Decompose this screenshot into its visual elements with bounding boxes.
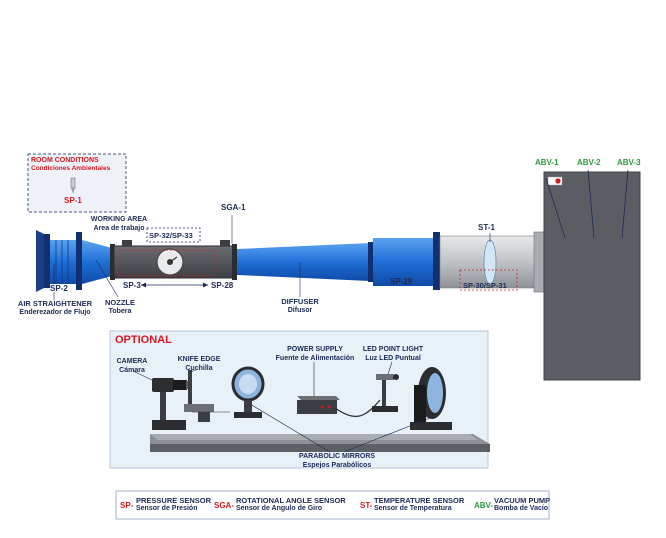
- legend-name-abv: VACUUM PUMP: [494, 496, 551, 505]
- room-conditions-box: [27, 153, 127, 213]
- air-straightener-label-en: AIR STRAIGHTENER: [17, 299, 93, 308]
- led-label: LED POINT LIGHT Luz LED Puntual: [358, 346, 428, 363]
- sp28-tag: SP-28: [211, 281, 234, 290]
- abv3-tag: ABV-3: [617, 158, 641, 167]
- led-light-icon: [372, 374, 399, 412]
- working-area-label: WORKING AREA Area de trabajo: [86, 216, 152, 233]
- knife-edge-label-en: KNIFE EDGE: [177, 356, 221, 363]
- room-conditions-title: ROOM CONDITIONS: [31, 157, 99, 164]
- nozzle-label: NOZZLE Tobera: [100, 298, 140, 316]
- sp30-31-box: [459, 269, 518, 291]
- power-supply-label-en: POWER SUPPLY: [287, 346, 343, 353]
- air-straightener-label-es: Enderezador de Flujo: [19, 308, 91, 316]
- legend-name-es-abv: Bomba de Vacío: [494, 505, 549, 512]
- sp32-33-box: [146, 227, 201, 243]
- mirrors-label-es: Espejos Parabólicos: [302, 461, 372, 469]
- sp32-33-tag: SP-32/SP-33: [149, 231, 193, 240]
- rotational-gauge-icon: [156, 248, 184, 276]
- room-conditions-subtitle: Condiciones Ambientales: [31, 165, 111, 172]
- vacuum-tank: [543, 171, 641, 381]
- nozzle-label-en: NOZZLE: [105, 298, 135, 307]
- power-supply-label-es: Fuente de Alimentación: [275, 354, 355, 362]
- led-label-en: LED POINT LIGHT: [362, 346, 424, 353]
- legend-code-sga: SGA-: [214, 501, 234, 510]
- nozzle-label-es: Tobera: [108, 307, 132, 315]
- legend-code-st: ST-: [360, 501, 373, 510]
- legend-name-es-sp: Sensor de Presión: [136, 505, 198, 512]
- air-straightener: [36, 230, 82, 292]
- parabolic-mirror-2-icon: [410, 367, 452, 430]
- st1-tag: ST-1: [478, 223, 495, 232]
- optional-title: OPTIONAL: [115, 334, 172, 346]
- camera-label-es: Cámara: [119, 366, 145, 374]
- legend-box: [115, 490, 550, 520]
- camera-label-en: CAMERA: [116, 358, 148, 365]
- air-straightener-label: AIR STRAIGHTENER Enderezador de Flujo: [10, 299, 100, 317]
- power-supply-label: POWER SUPPLY Fuente de Alimentación: [268, 346, 362, 363]
- camera-label: CAMERA Cámara: [112, 358, 152, 375]
- legend-entry-abv: ABV- VACUUM PUMP Bomba de Vacío: [474, 496, 551, 516]
- sga1-tag: SGA-1: [221, 203, 246, 212]
- temperature-section: [439, 231, 545, 293]
- legend-name-es-sga: Sensor de Angulo de Giro: [236, 505, 323, 512]
- legend-entry-sp: SP- PRESSURE SENSOR Sensor de Presión: [120, 496, 220, 516]
- knife-edge-icon: [184, 370, 230, 422]
- sp3-tag: SP-3: [123, 281, 141, 290]
- sp29-tag: SP-29: [390, 277, 413, 286]
- knife-edge-label-es: Cuchilla: [185, 364, 213, 372]
- legend-name-es-st: Sensor de Temperatura: [374, 505, 452, 512]
- legend-name-sp: PRESSURE SENSOR: [136, 496, 212, 505]
- working-area-label-es: Area de trabajo: [93, 224, 145, 232]
- mirrors-label: PARABOLIC MIRRORS Espejos Parabólicos: [290, 453, 384, 470]
- mirrors-label-en: PARABOLIC MIRRORS: [298, 453, 376, 460]
- legend-code-abv: ABV-: [474, 501, 494, 510]
- abv1-tag: ABV-1: [535, 158, 559, 167]
- valve-icon: [547, 176, 563, 186]
- led-label-es: Luz LED Puntual: [365, 354, 421, 362]
- diffuser-label-en: DIFFUSER: [281, 297, 319, 306]
- working-area-label-en: WORKING AREA: [90, 216, 148, 223]
- diffuser-label-es: Difusor: [287, 306, 313, 314]
- sp2-tag: SP-2: [50, 284, 68, 293]
- sp30-31-tag: SP-30/SP-31: [463, 281, 507, 290]
- knife-edge-label: KNIFE EDGE Cuchilla: [175, 356, 223, 373]
- power-supply-icon: [297, 396, 340, 414]
- abv2-tag: ABV-2: [577, 158, 601, 167]
- temperature-probe-icon: [70, 177, 76, 194]
- sp1-tag: SP-1: [64, 196, 82, 205]
- diffuser: [237, 243, 370, 281]
- legend-code-sp: SP-: [120, 501, 134, 510]
- legend-name-st: TEMPERATURE SENSOR: [374, 496, 465, 505]
- legend-entry-sga: SGA- ROTATIONAL ANGLE SENSOR Sensor de A…: [214, 496, 354, 516]
- parabolic-mirror-1-icon: [231, 366, 265, 418]
- working-area-highlight: [117, 249, 215, 277]
- power-cable: [334, 399, 381, 417]
- legend-name-sga: ROTATIONAL ANGLE SENSOR: [236, 496, 346, 505]
- legend-entry-st: ST- TEMPERATURE SENSOR Sensor de Tempera…: [360, 496, 470, 516]
- diffuser-label: DIFFUSER Difusor: [278, 297, 322, 315]
